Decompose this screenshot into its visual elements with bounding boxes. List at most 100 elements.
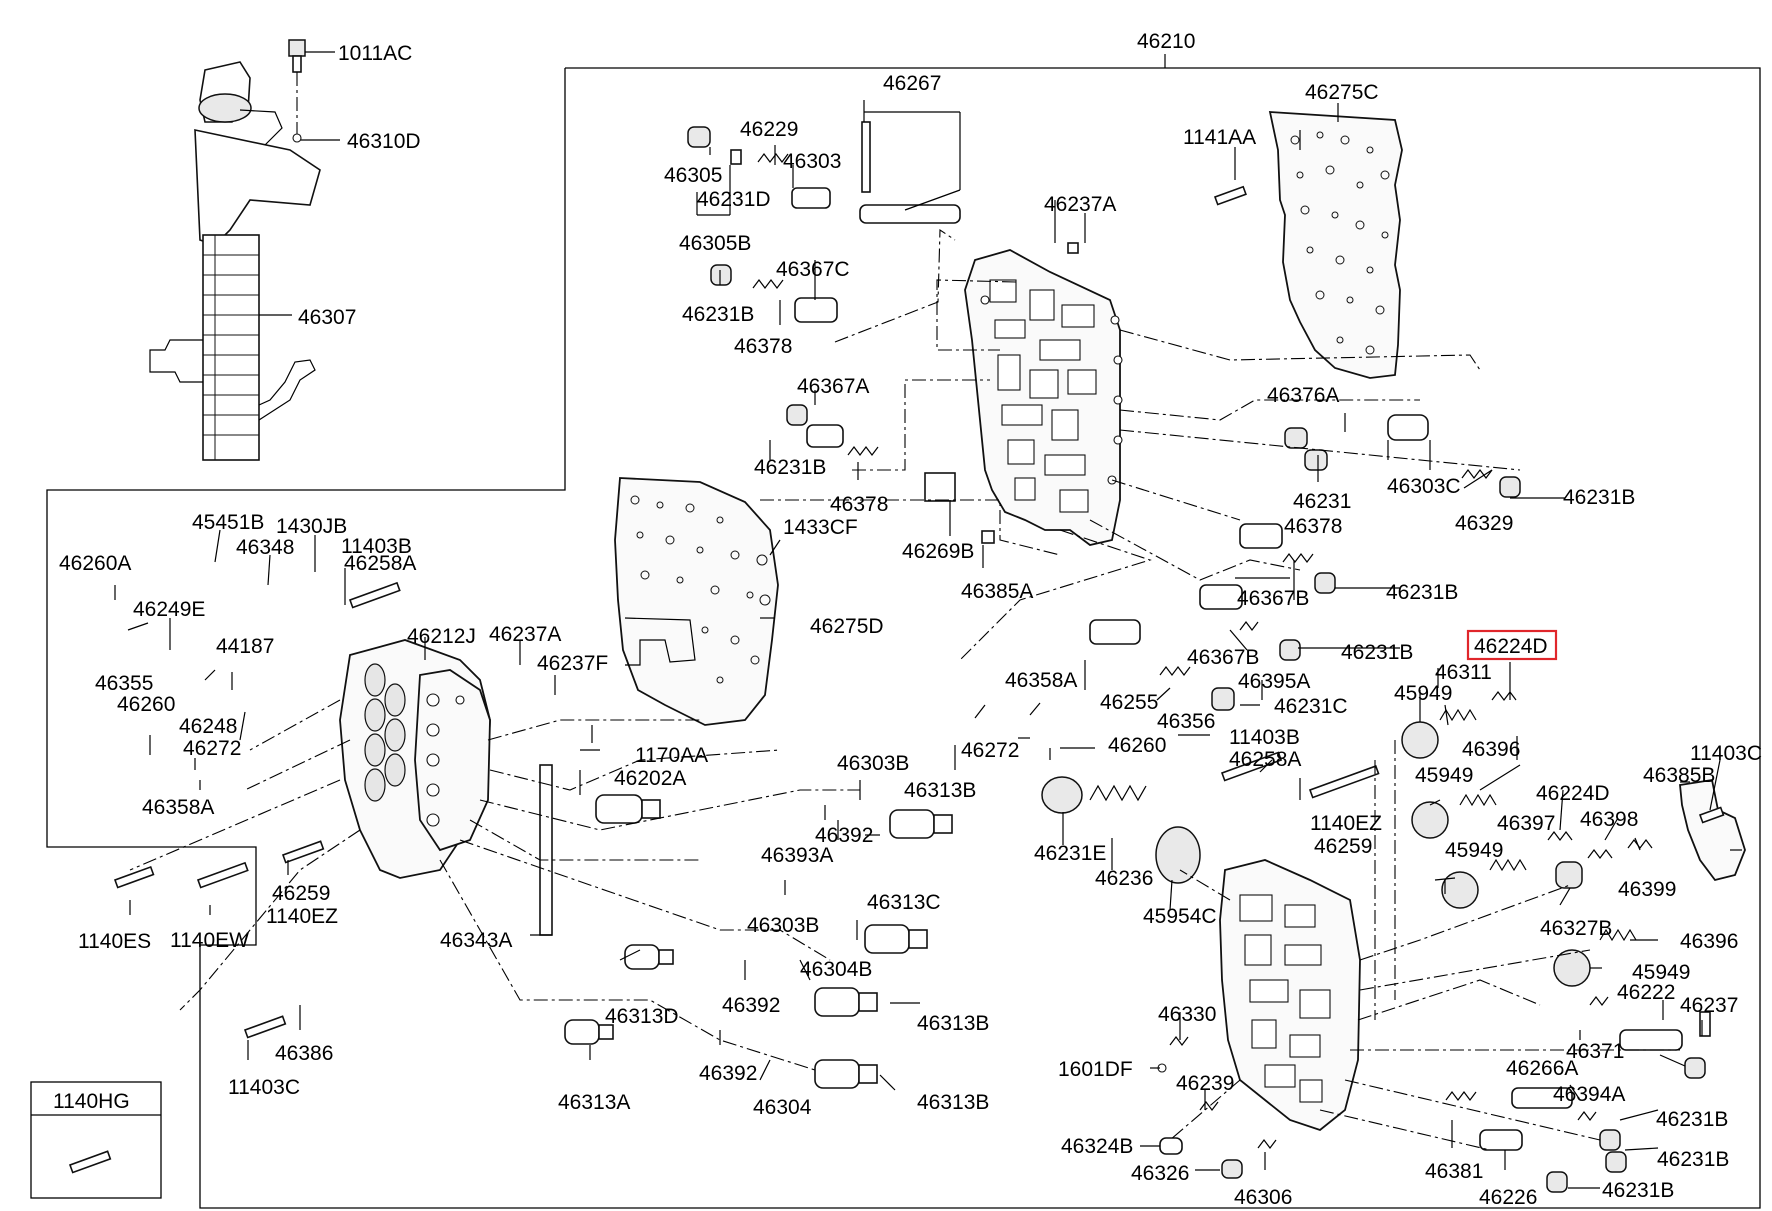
part-label: 46343A [440, 929, 512, 952]
part-label: 46275C [1305, 81, 1379, 104]
part-label: 46385A [961, 580, 1033, 603]
part-label: 46304B [800, 958, 872, 981]
part-label: 46399 [1618, 878, 1676, 901]
part-label: 46378 [830, 493, 888, 516]
part-label: 46231B [682, 303, 754, 326]
part-label: 46358A [142, 796, 214, 819]
part-label: 1140EW [170, 929, 249, 952]
part-label: 1011AC [338, 42, 412, 65]
part-label: 46381 [1425, 1160, 1483, 1183]
part-label: 11403B [1229, 726, 1300, 749]
part-label: 1140ES [78, 930, 151, 953]
part-label: 46355 [95, 672, 153, 695]
valve-body-upper [964, 249, 1123, 546]
part-label: 45954C [1143, 905, 1217, 928]
highlight-box-46224D [1466, 629, 1558, 661]
part-label: 46260 [1108, 734, 1166, 757]
part-label: 46324B [1061, 1135, 1133, 1158]
part-label: 46313C [867, 891, 941, 914]
part-label: 46239 [1176, 1072, 1234, 1095]
part-label: 46376A [1267, 384, 1339, 407]
part-label: 46378 [1284, 515, 1342, 538]
part-label: 1140HG [53, 1090, 130, 1113]
part-label: 46305 [664, 164, 722, 187]
part-label: 46231B [1386, 581, 1458, 604]
part-label: 46304 [753, 1096, 812, 1119]
part-label: 1141AA [1183, 126, 1256, 149]
part-label: 46237 [1680, 994, 1738, 1017]
part-label: 46367A [797, 375, 869, 398]
part-label: 45949 [1415, 764, 1473, 787]
part-label: 46313B [917, 1012, 989, 1035]
part-label: 46259 [1314, 835, 1372, 858]
part-label: 46394A [1553, 1083, 1625, 1106]
part-label: 46393A [761, 844, 833, 867]
part-label: 46313A [558, 1091, 630, 1114]
part-label: 45949 [1445, 839, 1503, 862]
part-label: 46358A [1005, 669, 1077, 692]
gasket-46343A [539, 764, 553, 936]
leader-lines [114, 100, 1742, 1189]
part-label: 46275D [810, 615, 884, 638]
part-label: 46249E [133, 598, 205, 621]
part-label: 46367C [776, 258, 850, 281]
part-label: 1601DF [1058, 1058, 1133, 1081]
part-label: 46222 [1617, 981, 1675, 1004]
part-label: 46267 [883, 72, 941, 95]
valve-body-lower-left [339, 639, 491, 879]
part-label: 46231D [697, 188, 771, 211]
part-label: 46392 [722, 994, 780, 1017]
part-label: 45451B [192, 511, 264, 534]
part-label: 11403C [228, 1076, 300, 1099]
part-label: 46396 [1680, 930, 1738, 953]
part-label: 46305B [679, 232, 751, 255]
part-label: 11403C [1690, 742, 1762, 765]
inset-box-1140HG [30, 1081, 162, 1199]
part-label: 46260 [117, 693, 175, 716]
part-label: 46269B [902, 540, 974, 563]
part-label: 46255 [1100, 691, 1158, 714]
part-label: 46398 [1580, 808, 1638, 831]
separator-plate-46275D [614, 477, 779, 726]
part-label: 46378 [734, 335, 792, 358]
part-label: 46231B [1341, 641, 1413, 664]
part-label: 46330 [1158, 1003, 1216, 1026]
part-label: 1430JB [276, 515, 347, 538]
part-label: 46326 [1131, 1162, 1189, 1185]
part-label: 11403B [341, 535, 412, 558]
part-labels: 46210 1011AC 46310D 46307 46267 46229 46… [53, 30, 1762, 1209]
part-label: 1433CF [783, 516, 858, 539]
valve-body-lower-right [1219, 859, 1361, 1132]
part-label: 44187 [216, 635, 274, 658]
part-label: 46258A [1229, 748, 1301, 771]
part-label: 46231B [754, 456, 826, 479]
part-label: 46303B [747, 914, 819, 937]
part-label: 46356 [1157, 710, 1215, 733]
part-label: 46231B [1656, 1108, 1728, 1131]
part-label: 46313B [917, 1091, 989, 1114]
part-label: 46231B [1657, 1148, 1729, 1171]
part-label: 45949 [1632, 961, 1690, 984]
part-label: 46202A [614, 767, 686, 790]
part-label: 46310D [347, 130, 421, 153]
part-label: 46307 [298, 306, 356, 329]
part-label: 46231E [1034, 842, 1106, 865]
part-label: 46386 [275, 1042, 333, 1065]
wire-harness-46307 [149, 61, 321, 461]
part-label: 46231C [1274, 695, 1348, 718]
bracket-46385B [1679, 778, 1746, 882]
part-label: 46226 [1479, 1186, 1537, 1209]
part-label: 46396 [1462, 738, 1520, 761]
part-label: 46385B [1643, 764, 1715, 787]
bolt-1011AC [288, 39, 306, 73]
part-label: 46395A [1238, 670, 1310, 693]
part-label: 46303 [783, 150, 841, 173]
part-label: 46392 [699, 1062, 757, 1085]
part-label: 46231B [1563, 486, 1635, 509]
frame-lines [30, 54, 1761, 1209]
part-label: 46306 [1234, 1186, 1292, 1209]
part-label: 46303B [837, 752, 909, 775]
part-label: 46313D [605, 1005, 679, 1028]
separator-plate-46275C [1268, 111, 1403, 379]
